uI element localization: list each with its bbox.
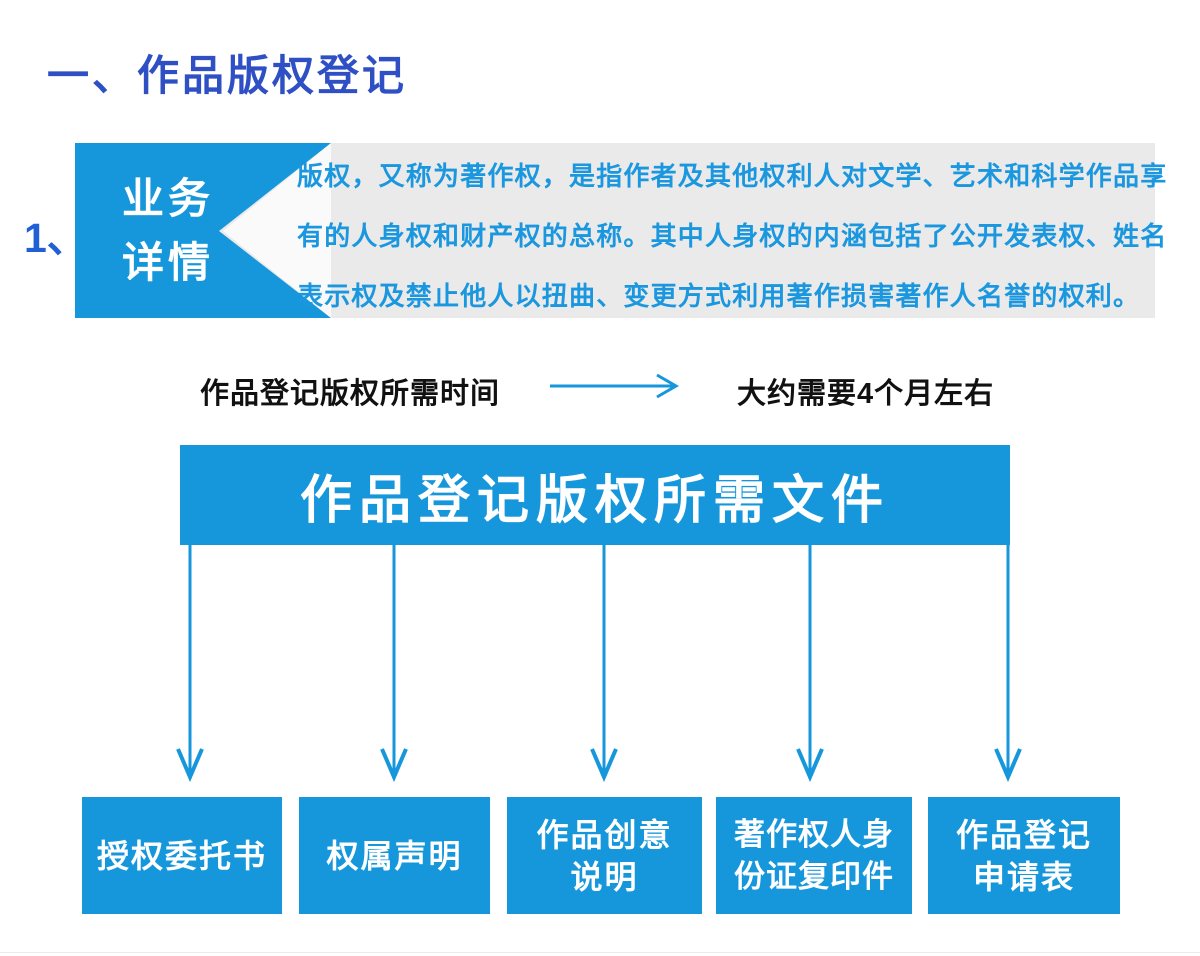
time-required-label: 作品登记版权所需时间 bbox=[200, 378, 501, 410]
down-arrow-icon bbox=[994, 545, 1022, 783]
document-item-ownership-statement: 权属声明 bbox=[299, 797, 490, 914]
connector-arrows bbox=[176, 545, 1022, 783]
page-title: 一、作品版权登记 bbox=[47, 52, 408, 99]
documents-header-banner: 作品登记版权所需文件 bbox=[180, 445, 1010, 545]
description-line: 有的人身权和财产权的总称。其中人身权的内涵包括了公开发表权、姓名 bbox=[297, 221, 1168, 251]
down-arrow-icon bbox=[176, 545, 204, 783]
document-item-creative-description: 作品创意 说明 bbox=[507, 797, 702, 914]
down-arrow-icon bbox=[590, 545, 618, 783]
document-item-authorization-letter: 授权委托书 bbox=[82, 797, 282, 914]
bottom-divider bbox=[0, 952, 1200, 953]
right-arrow-icon bbox=[550, 373, 679, 399]
time-required-value: 大约需要4个月左右 bbox=[737, 378, 995, 410]
down-arrow-icon bbox=[796, 545, 824, 783]
business-label: 业务 详情 bbox=[121, 174, 214, 286]
down-arrow-icon bbox=[380, 545, 408, 783]
document-item-application-form: 作品登记 申请表 bbox=[928, 797, 1120, 914]
description-line: 表示权及禁止他人以扭曲、变更方式利用著作损害著作人名誉的权利。 bbox=[297, 281, 1141, 311]
document-item-id-copy: 著作权人身 份证复印件 bbox=[716, 797, 912, 914]
business-description-panel: 业务 详情 版权，又称为著作权，是指作者及其他权利人对文学、艺术和科学作品享 有… bbox=[75, 143, 1166, 318]
business-description: 版权，又称为著作权，是指作者及其他权利人对文学、艺术和科学作品享 有的人身权和财… bbox=[297, 146, 1167, 326]
description-line: 版权，又称为著作权，是指作者及其他权利人对文学、艺术和科学作品享 bbox=[297, 161, 1168, 191]
